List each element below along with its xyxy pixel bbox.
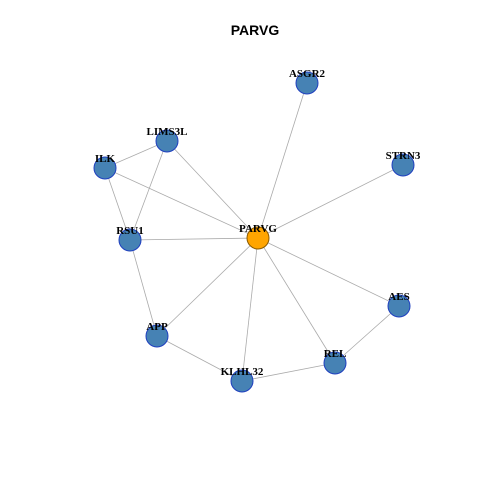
node-label-asgr2: ASGR2 bbox=[289, 68, 326, 80]
edge-ilk-rsu1 bbox=[104, 167, 131, 241]
node-circle-klhl32 bbox=[230, 369, 254, 393]
edge-parvg-lims3l bbox=[166, 140, 259, 239]
edge-app-klhl32 bbox=[156, 335, 243, 382]
node-asgr2: ASGR2 bbox=[289, 68, 326, 95]
node-label-app: APP bbox=[146, 321, 168, 333]
edge-parvg-klhl32 bbox=[241, 237, 259, 382]
node-circle-parvg bbox=[246, 226, 270, 250]
node-label-rsu1: RSU1 bbox=[116, 225, 144, 237]
node-parvg: PARVG bbox=[239, 223, 277, 250]
node-label-strn3: STRN3 bbox=[386, 150, 421, 162]
node-circle-app bbox=[145, 324, 169, 348]
edge-parvg-aes bbox=[257, 237, 400, 307]
node-circle-strn3 bbox=[391, 153, 415, 177]
node-circle-ilk bbox=[93, 156, 117, 180]
edge-lims3l-rsu1 bbox=[129, 140, 168, 241]
node-label-lims3l: LIMS3L bbox=[147, 126, 188, 138]
node-label-ilk: ILK bbox=[95, 153, 116, 165]
node-circle-rsu1 bbox=[118, 228, 142, 252]
node-label-klhl32: KLHL32 bbox=[221, 366, 264, 378]
node-label-parvg: PARVG bbox=[239, 223, 277, 235]
edge-parvg-ilk bbox=[104, 167, 259, 239]
node-lims3l: LIMS3L bbox=[147, 126, 188, 153]
edge-rel-aes bbox=[334, 305, 400, 364]
node-circle-lims3l bbox=[155, 129, 179, 153]
edge-parvg-rel bbox=[257, 237, 336, 364]
node-aes: AES bbox=[387, 291, 411, 318]
node-circle-aes bbox=[387, 294, 411, 318]
edge-parvg-strn3 bbox=[257, 164, 404, 239]
edges-layer bbox=[104, 82, 404, 382]
edge-parvg-rsu1 bbox=[129, 237, 259, 241]
edge-rsu1-app bbox=[129, 239, 158, 337]
node-rel: REL bbox=[323, 348, 347, 375]
edge-klhl32-rel bbox=[241, 362, 336, 382]
edge-parvg-asgr2 bbox=[257, 82, 308, 239]
edge-parvg-app bbox=[156, 237, 259, 337]
node-strn3: STRN3 bbox=[386, 150, 421, 177]
node-circle-rel bbox=[323, 351, 347, 375]
node-ilk: ILK bbox=[93, 153, 117, 180]
node-klhl32: KLHL32 bbox=[221, 366, 264, 393]
diagram-title: PARVG bbox=[231, 22, 280, 38]
node-label-rel: REL bbox=[324, 348, 347, 360]
node-circle-asgr2 bbox=[295, 71, 319, 95]
node-app: APP bbox=[145, 321, 169, 348]
node-rsu1: RSU1 bbox=[116, 225, 144, 252]
node-label-aes: AES bbox=[388, 291, 409, 303]
